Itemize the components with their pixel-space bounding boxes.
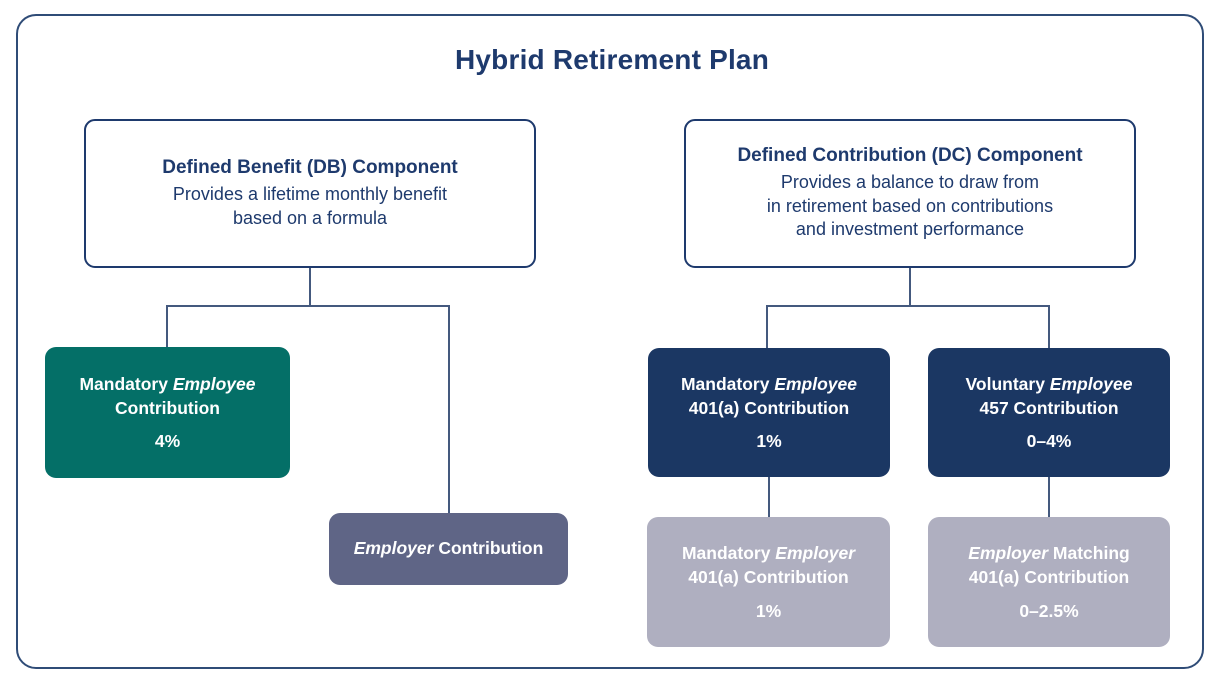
label-emphasis: Employer <box>353 538 434 559</box>
label-emphasis: Employee <box>1049 373 1133 394</box>
db-component-box: Defined Benefit (DB) Component Provides … <box>84 119 536 268</box>
connector-dc-employer-401a-drop <box>768 477 770 518</box>
connector-db-employer-drop <box>448 305 450 514</box>
label-line2: Contribution <box>115 397 220 418</box>
db-component-title: Defined Benefit (DB) Component <box>162 157 458 179</box>
db-mandatory-employee-contribution-box: Mandatory Employee Contribution 4% <box>45 347 290 478</box>
connector-db-employee-drop <box>166 305 168 348</box>
label-emphasis: Employee <box>774 373 858 394</box>
db-desc-line1: Provides a lifetime monthly benefit <box>172 184 448 205</box>
dc-mandatory-employer-401a-box: Mandatory Employer 401(a) Contribution 1… <box>647 517 890 647</box>
label-emphasis: Employer <box>968 543 1049 564</box>
connector-dc-employer-match-drop <box>1048 477 1050 518</box>
dc-desc-line1: Provides a balance to draw from <box>780 172 1040 193</box>
connector-dc-stem <box>909 268 911 307</box>
diagram-title: Hybrid Retirement Plan <box>454 44 770 75</box>
dc-desc-line3: and investment performance <box>795 219 1025 240</box>
db-employer-contribution-label: Employer Contribution <box>354 537 544 561</box>
label-segment: Mandatory <box>681 543 776 564</box>
connector-db-stem <box>309 268 311 307</box>
db-employer-contribution-box: Employer Contribution <box>329 513 568 585</box>
label-segment: Contribution <box>433 538 544 559</box>
label-line2: 401(a) Contribution <box>688 397 850 418</box>
label-line2: 401(a) Contribution <box>688 567 849 587</box>
label-line2: 457 Contribution <box>979 397 1119 418</box>
label-segment: Matching <box>1048 543 1130 564</box>
dc-mandatory-employee-401a-value: 1% <box>756 431 782 452</box>
diagram-border <box>16 14 1204 669</box>
connector-dc-employee-457-drop <box>1048 305 1050 349</box>
label-segment: Mandatory <box>680 373 775 394</box>
label-line2: 401(a) Contribution <box>968 567 1130 587</box>
dc-mandatory-employee-401a-label: Mandatory Employee 401(a) Contribution <box>681 373 857 420</box>
db-component-description: Provides a lifetime monthly benefit base… <box>173 183 447 230</box>
connector-dc-employee-401a-drop <box>766 305 768 349</box>
label-emphasis: Employer <box>775 543 856 564</box>
dc-component-description: Provides a balance to draw from in retir… <box>767 171 1053 241</box>
label-emphasis: Employee <box>172 373 256 394</box>
dc-employer-matching-401a-value: 0–2.5% <box>1019 600 1079 621</box>
label-segment: Voluntary <box>965 373 1050 394</box>
dc-employer-matching-401a-box: Employer Matching 401(a) Contribution 0–… <box>928 517 1170 647</box>
dc-component-title: Defined Contribution (DC) Component <box>737 145 1083 167</box>
dc-mandatory-employer-401a-label: Mandatory Employer 401(a) Contribution <box>682 542 855 589</box>
dc-mandatory-employer-401a-value: 1% <box>755 600 782 621</box>
connector-dc-branch <box>766 305 1050 307</box>
dc-component-box: Defined Contribution (DC) Component Prov… <box>684 119 1136 268</box>
dc-voluntary-employee-457-value: 0–4% <box>1026 431 1072 452</box>
dc-voluntary-employee-457-box: Voluntary Employee 457 Contribution 0–4% <box>928 348 1170 477</box>
dc-voluntary-employee-457-label: Voluntary Employee 457 Contribution <box>966 373 1133 420</box>
connector-db-branch <box>166 305 450 307</box>
dc-mandatory-employee-401a-box: Mandatory Employee 401(a) Contribution 1… <box>648 348 890 477</box>
db-desc-line2: based on a formula <box>232 207 388 228</box>
dc-desc-line2: in retirement based on contributions <box>766 195 1054 216</box>
dc-employer-matching-401a-label: Employer Matching 401(a) Contribution <box>968 542 1129 589</box>
db-mandatory-employee-contribution-value: 4% <box>154 431 181 452</box>
db-mandatory-employee-contribution-label: Mandatory Employee Contribution <box>79 373 255 420</box>
label-segment: Mandatory <box>79 373 173 394</box>
